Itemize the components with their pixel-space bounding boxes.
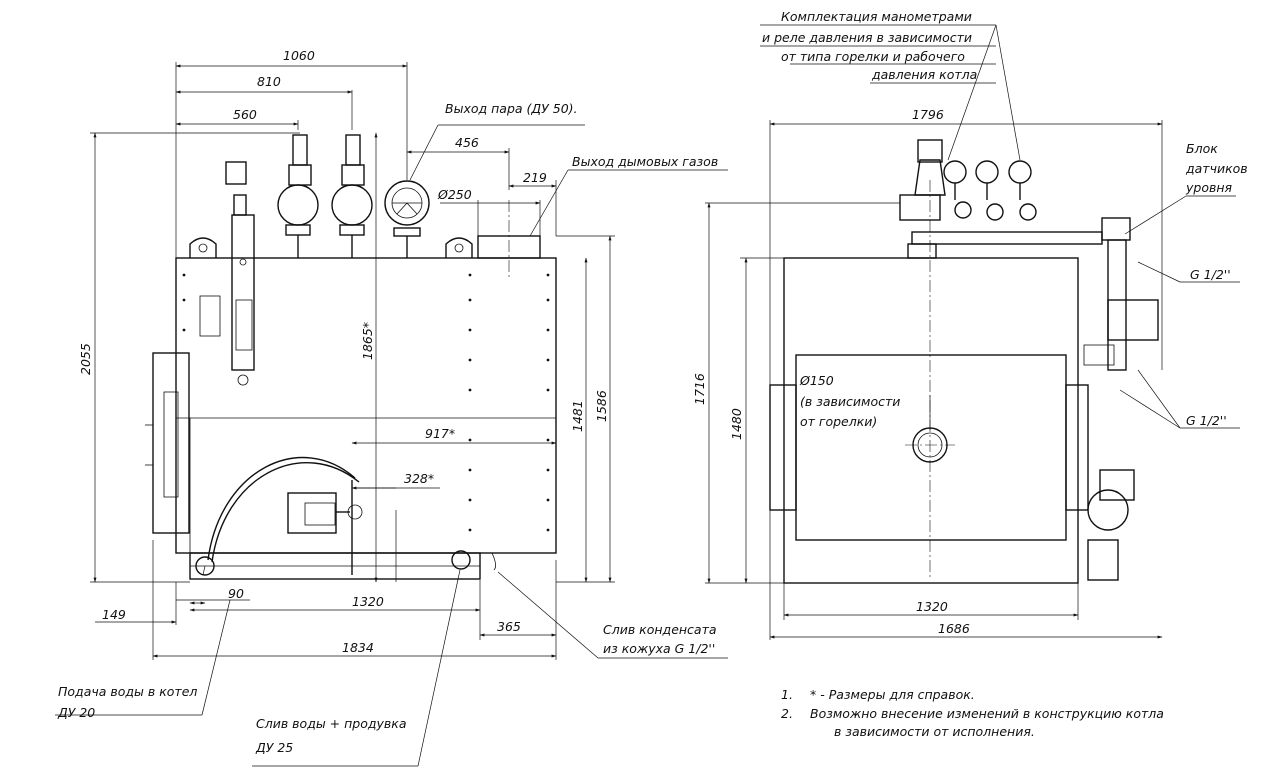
callout-drain-2: ДУ 25 — [255, 740, 293, 755]
dim-365: 365 — [497, 619, 521, 634]
callout-feed-water-2: ДУ 20 — [57, 705, 95, 720]
callout-g-bottom: G 1/2'' — [1186, 413, 1227, 428]
dim-90: 90 — [228, 586, 244, 601]
callout-drain-1: Слив воды + продувка — [256, 716, 407, 731]
note-2-text: Возможно внесение изменений в конструкци… — [810, 706, 1164, 721]
dim-219: 219 — [523, 170, 547, 185]
front-view — [705, 24, 1240, 640]
callout-manometers-2: и реле давления в зависимости — [762, 30, 972, 45]
callout-g-top: G 1/2'' — [1190, 267, 1231, 282]
dim-1320-right: 1320 — [916, 599, 948, 614]
callout-condensate-1: Слив конденсата — [603, 622, 717, 637]
note-1-number: 1. — [781, 687, 793, 702]
callout-feed-water-1: Подача воды в котел — [58, 684, 197, 699]
callout-burner-2: от горелки) — [800, 414, 877, 429]
callout-flue-gas: Выход дымовых газов — [572, 154, 718, 169]
callout-condensate-2: из кожуха G 1/2'' — [603, 641, 715, 656]
dim-456: 456 — [455, 135, 479, 150]
dim-1686: 1686 — [938, 621, 970, 636]
steam-outlet-valve — [384, 180, 430, 258]
note-2-number: 2. — [781, 706, 793, 721]
feed-pump — [207, 456, 363, 575]
dim-1480: 1480 — [729, 408, 744, 440]
dim-1865: 1865* — [360, 322, 375, 360]
dim-328: 328* — [404, 471, 434, 486]
callout-manometers-4: давления котла — [871, 67, 977, 82]
callout-manometers-1: Комплектация манометрами — [781, 9, 972, 24]
callout-steam-outlet: Выход пара (ДУ 50). — [445, 101, 578, 116]
dim-d150: Ø150 — [799, 373, 834, 388]
side-view — [55, 62, 728, 767]
dim-1060: 1060 — [283, 48, 315, 63]
dim-1481: 1481 — [570, 400, 585, 432]
safety-valve-1 — [277, 134, 319, 258]
water-level-column — [199, 161, 255, 386]
dim-560: 560 — [233, 107, 257, 122]
dim-810: 810 — [257, 74, 281, 89]
dim-1796: 1796 — [912, 107, 944, 122]
dim-1586: 1586 — [594, 390, 609, 422]
callout-level-block-1: Блок — [1186, 141, 1218, 156]
dim-917: 917* — [425, 426, 455, 441]
dim-2055: 2055 — [78, 343, 93, 375]
dim-149: 149 — [102, 607, 126, 622]
note-2-continuation: в зависимости от исполнения. — [834, 724, 1035, 739]
dim-1320-left: 1320 — [352, 594, 384, 609]
dim-1834: 1834 — [342, 640, 374, 655]
callout-level-block-2: датчиков — [1185, 161, 1248, 176]
callout-manometers-3: от типа горелки и рабочего — [781, 49, 965, 64]
callout-burner-1: (в зависимости — [800, 394, 900, 409]
manometer-group — [943, 160, 1037, 221]
callout-level-block-3: уровня — [1185, 180, 1233, 195]
safety-valve-2 — [331, 134, 373, 258]
dim-1716: 1716 — [692, 373, 707, 405]
note-1-text: * - Размеры для справок. — [810, 687, 975, 702]
dim-d250: Ø250 — [437, 187, 472, 202]
